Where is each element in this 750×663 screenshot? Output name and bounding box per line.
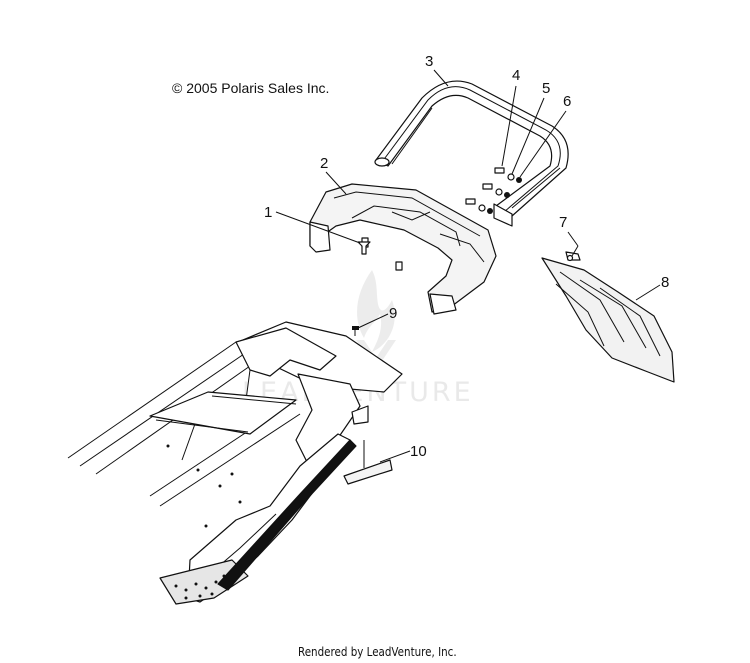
callout-4: 4 xyxy=(501,67,520,167)
callouts: 1 2 3 4 5 6 7 8 xyxy=(264,53,669,463)
copyright-text: © 2005 Polaris Sales Inc. xyxy=(172,80,330,96)
callout-7: 7 xyxy=(559,214,579,247)
svg-text:2: 2 xyxy=(320,155,328,172)
tunnel-chassis xyxy=(67,321,403,605)
callout-1: 1 xyxy=(264,204,361,244)
svg-text:9: 9 xyxy=(389,305,397,322)
part-9-fastener xyxy=(352,326,359,336)
svg-text:8: 8 xyxy=(661,274,669,291)
footer-credit: Rendered by LeadVenture, Inc. xyxy=(298,645,457,659)
callout-3: 3 xyxy=(425,53,449,87)
part-3-grab-handle xyxy=(374,80,569,227)
part-10-pad xyxy=(343,440,393,485)
hardware-bolts xyxy=(465,167,522,214)
callout-5: 5 xyxy=(511,80,550,175)
svg-text:4: 4 xyxy=(512,67,520,84)
callout-9: 9 xyxy=(357,305,397,329)
flame-logo-icon xyxy=(356,270,396,370)
svg-text:6: 6 xyxy=(563,93,571,110)
part-1-rivet xyxy=(357,241,371,255)
part-8-snow-flap xyxy=(541,251,675,383)
svg-text:5: 5 xyxy=(542,80,550,97)
callout-2: 2 xyxy=(320,155,347,195)
svg-text:1: 1 xyxy=(264,204,272,221)
part-7-screw xyxy=(566,245,579,262)
callout-6: 6 xyxy=(519,93,571,178)
callout-8: 8 xyxy=(635,274,669,301)
svg-text:10: 10 xyxy=(410,443,427,460)
svg-text:7: 7 xyxy=(559,214,567,231)
part-2-rear-bumper xyxy=(309,183,497,315)
callout-10: 10 xyxy=(379,443,427,463)
svg-text:3: 3 xyxy=(425,53,433,70)
